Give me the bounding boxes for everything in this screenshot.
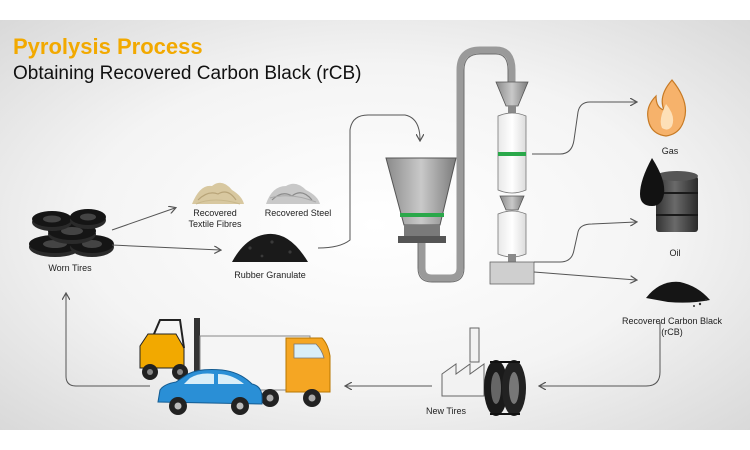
- carbon-black-icon: [646, 281, 710, 307]
- label-gas: Gas: [661, 146, 679, 156]
- oil-barrel-icon: [640, 158, 698, 232]
- label-recovered-carbon-black: Recovered Carbon Black (rCB): [612, 316, 732, 338]
- diagram-title: Pyrolysis Process: [13, 34, 203, 59]
- arrows-outputs: [66, 102, 661, 386]
- label-recovered-steel: Recovered Steel: [264, 208, 332, 218]
- arrow-to-reactor: [317, 114, 420, 249]
- factory-icon: [441, 327, 485, 397]
- worn-tires-icon: [29, 209, 114, 257]
- pipe-connection: [418, 46, 516, 282]
- diagram-subtitle: Obtaining Recovered Carbon Black (rCB): [13, 63, 362, 84]
- textile-fibres-icon: [192, 182, 244, 205]
- label-rcb-line1: Recovered Carbon Black: [621, 316, 723, 326]
- label-worn-tires: Worn Tires: [48, 263, 92, 273]
- label-rubber-granulate: Rubber Granulate: [234, 270, 306, 280]
- arrows-shredding: [111, 208, 220, 250]
- rubber-granulate-icon: [232, 233, 308, 262]
- label-textile-fibres-line2: Textile Fibres: [188, 219, 242, 229]
- recovered-steel-icon: [266, 183, 320, 204]
- label-textile-fibres-line1: Recovered: [193, 208, 237, 218]
- forklift-icon: [139, 318, 226, 380]
- label-textile-fibres: Recovered Textile Fibres: [180, 208, 250, 230]
- label-new-tires: New Tires: [425, 406, 466, 416]
- distillation-column: [489, 81, 535, 285]
- gas-flame-icon: [647, 79, 687, 137]
- label-rcb-line2: (rCB): [661, 327, 683, 337]
- reactor-hopper: [385, 157, 457, 243]
- label-oil: Oil: [669, 248, 681, 258]
- car-icon: [157, 369, 263, 415]
- new-tires-icon: [484, 360, 526, 416]
